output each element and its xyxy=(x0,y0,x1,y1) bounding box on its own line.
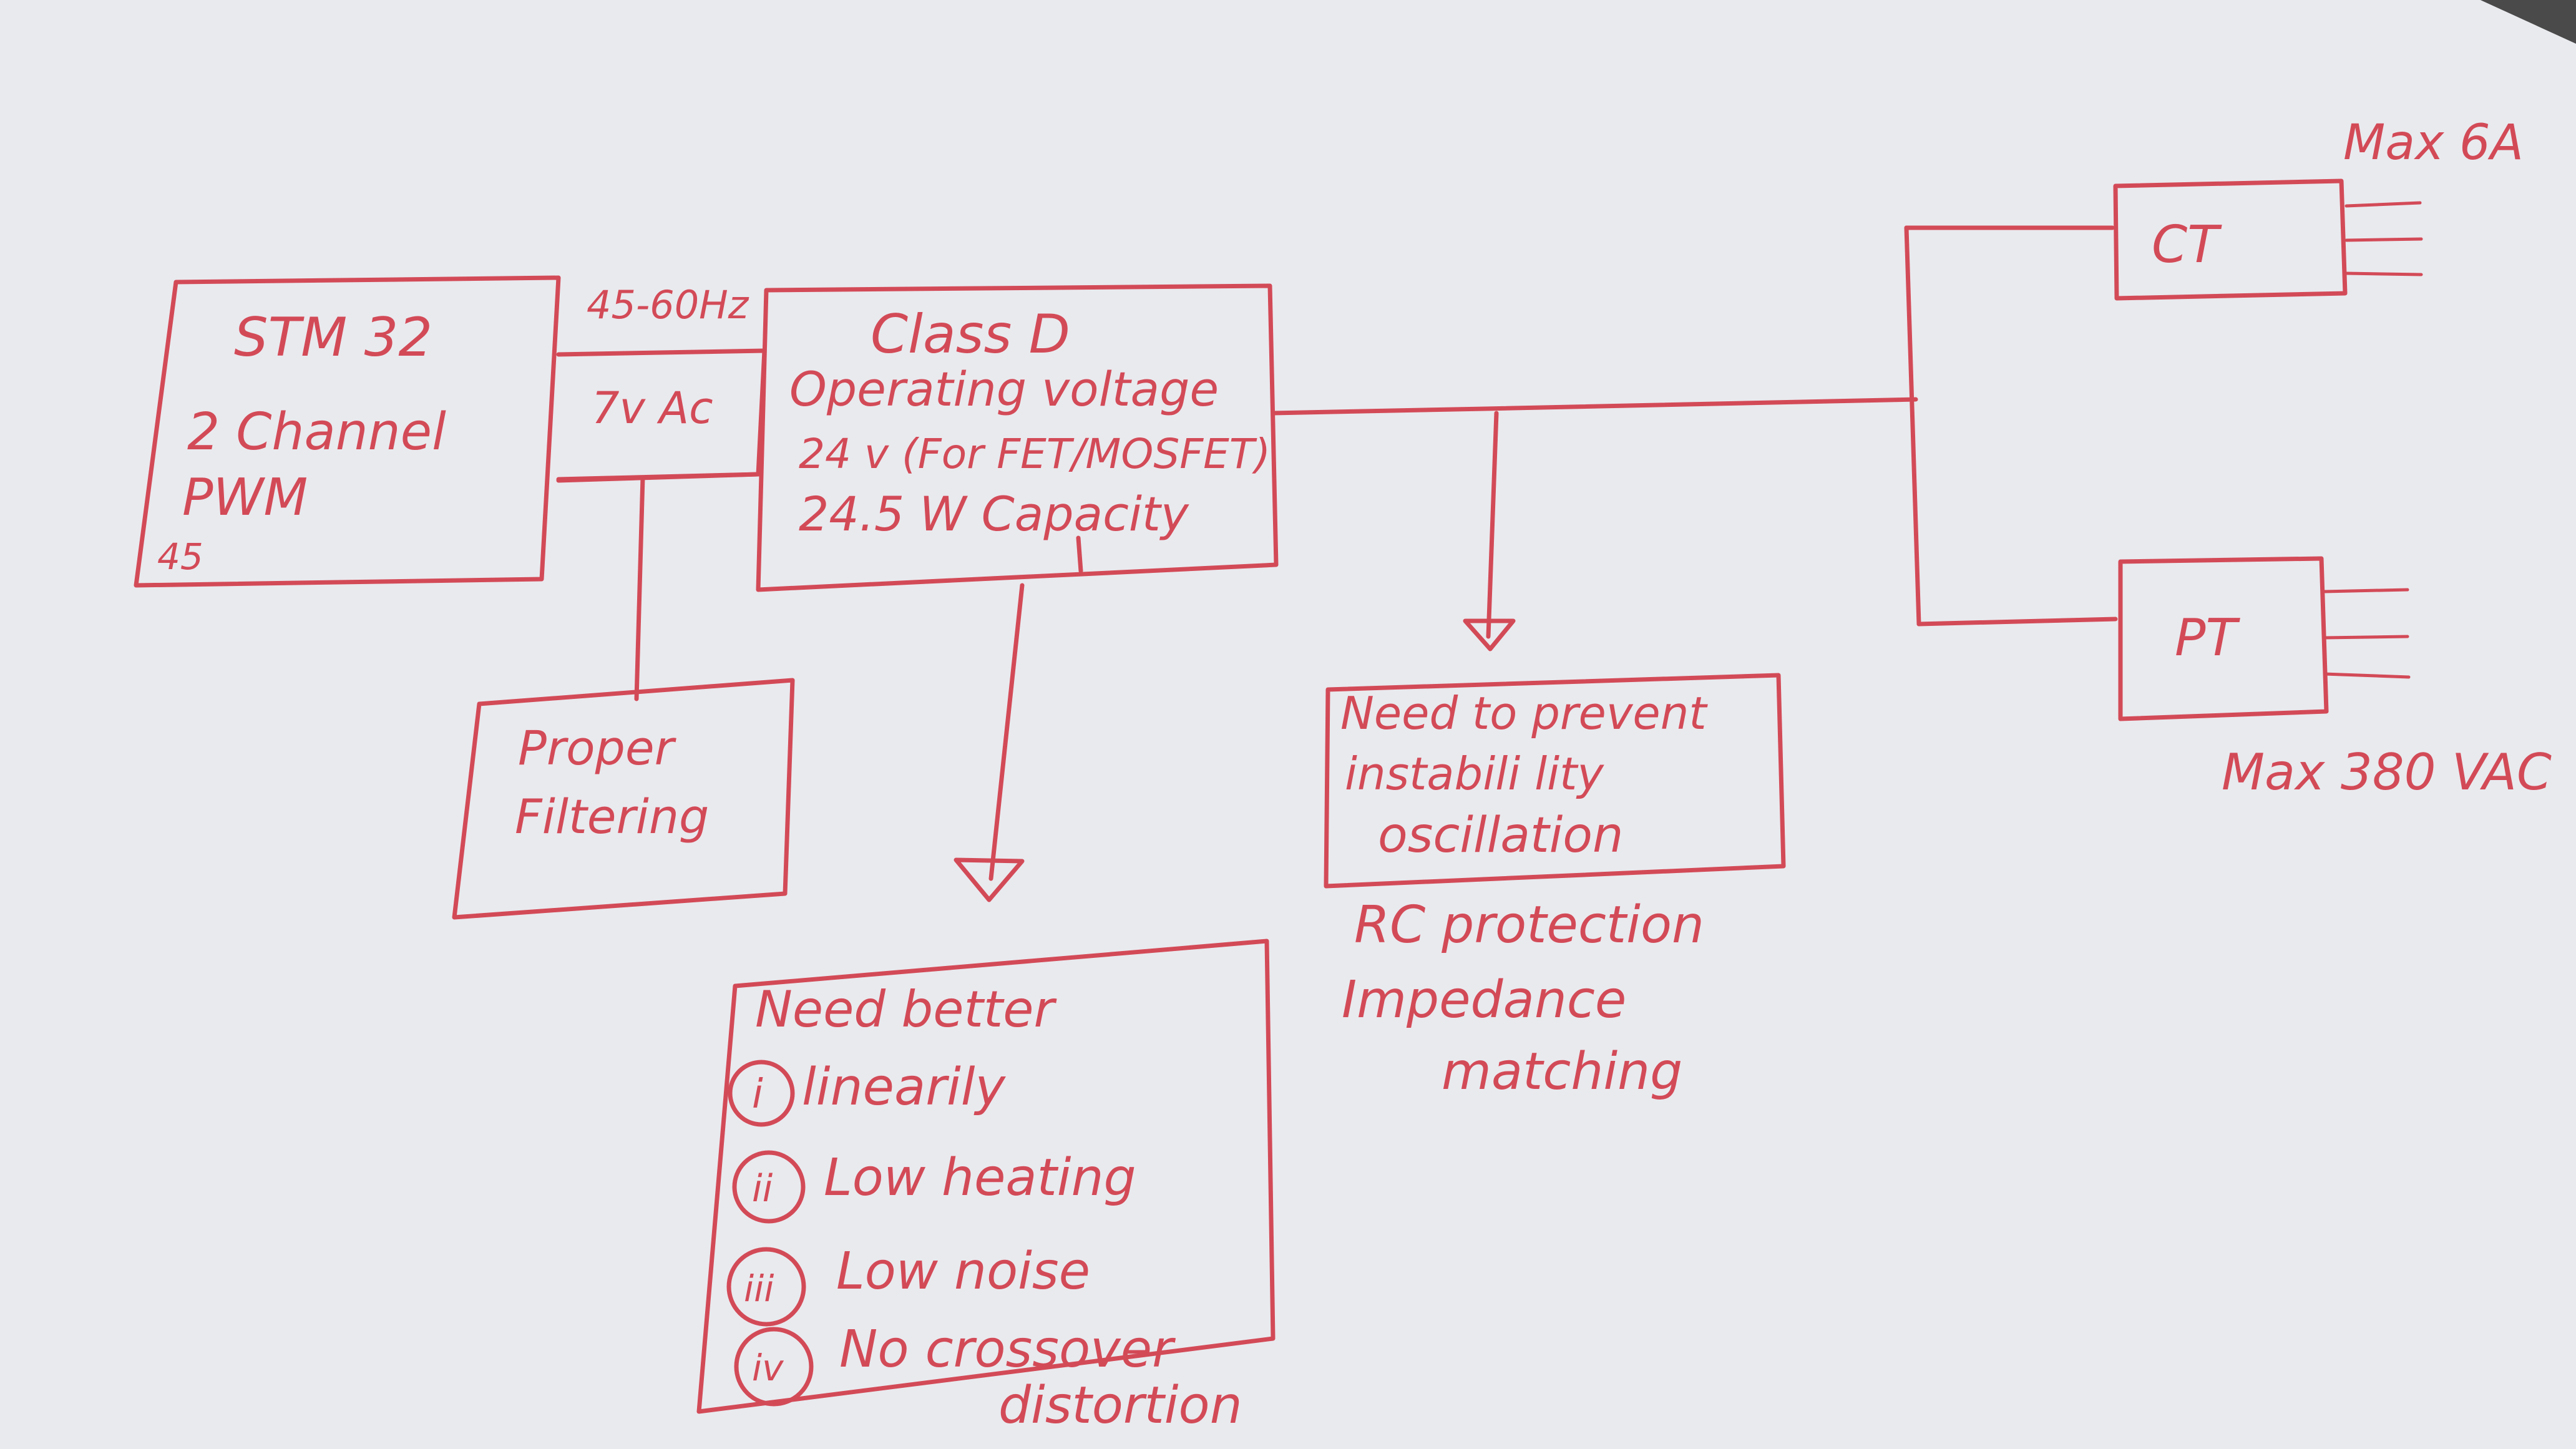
stm32-block: STM 32 2 Channel PWM 45 xyxy=(134,275,561,588)
ct-rating: Max 6A xyxy=(2343,115,2524,171)
bus-to-pt xyxy=(1916,617,2118,627)
stability-box xyxy=(1324,673,1786,889)
class-d-voltage: 24 v (For FET/MOSFET) xyxy=(799,430,1271,478)
filter-line-1: Proper xyxy=(518,720,677,776)
stm32-pwm: PWM xyxy=(182,468,308,527)
item-2-text: Low heating xyxy=(824,1148,1136,1208)
requirements-block: Need better i linearily ii Low heating i… xyxy=(696,939,1276,1435)
ac-to-filter-line xyxy=(634,475,645,701)
ac-label: 7v Ac xyxy=(592,383,713,434)
item-1-text: linearily xyxy=(802,1058,1007,1117)
rc-line-3: matching xyxy=(1442,1042,1682,1101)
filter-block: Proper Filtering xyxy=(452,475,795,920)
ct-box xyxy=(2113,178,2348,301)
output-bus xyxy=(1271,225,2118,627)
stm32-box xyxy=(134,275,561,588)
ct-block: CT Max 6A xyxy=(2113,115,2524,301)
stm-to-ac-line xyxy=(556,472,761,482)
class-d-box xyxy=(756,283,1279,592)
stability-arrow xyxy=(1463,411,1516,651)
rc-notes: RC protection Impedance matching xyxy=(1342,895,1704,1101)
bus-vertical-trunk xyxy=(1904,225,1921,627)
paper-shadow xyxy=(2481,0,2576,44)
pt-terminals xyxy=(2323,588,2411,679)
class-d-voltage-label: Operating voltage xyxy=(789,361,1219,417)
item-2-number-circle xyxy=(732,1150,806,1224)
item-3-number-circle xyxy=(726,1247,806,1327)
item-4-number: iv xyxy=(752,1347,784,1389)
item-2-number: ii xyxy=(752,1167,773,1211)
stm32-title: STM 32 xyxy=(234,306,432,369)
pt-rating: Max 380 VAC xyxy=(2222,743,2552,801)
requirements-heading: Need better xyxy=(755,980,1057,1038)
item-3-text: Low noise xyxy=(836,1242,1090,1301)
stm32-channels: 2 Channel xyxy=(187,402,446,462)
item-4-text: No crossover xyxy=(839,1320,1176,1379)
rc-line-2: Impedance xyxy=(1342,970,1626,1030)
pt-box xyxy=(2118,556,2329,721)
ct-label: CT xyxy=(2152,215,2222,275)
frequency-label: 45-60Hz xyxy=(587,282,749,328)
pt-label: PT xyxy=(2175,608,2240,668)
item-4-number-circle xyxy=(734,1327,814,1407)
class-d-capacity: 24.5 W Capacity xyxy=(799,486,1189,542)
ct-terminals xyxy=(2344,201,2423,276)
rc-line-1: RC protection xyxy=(1354,895,1704,955)
class-d-title: Class D xyxy=(871,303,1070,366)
class-d-block: Class D Operating voltage 24 v (For FET/… xyxy=(756,283,1279,592)
stability-line-2: instabili lity xyxy=(1345,748,1604,800)
item-1-number: i xyxy=(752,1071,763,1118)
pt-block: PT Max 380 VAC xyxy=(2118,556,2552,801)
filter-box xyxy=(452,678,795,920)
stm32-note: 45 xyxy=(157,535,203,578)
stability-line-3: oscillation xyxy=(1378,807,1623,864)
stability-line-1: Need to prevent xyxy=(1340,687,1708,739)
filter-line-2: Filtering xyxy=(515,789,709,844)
class-d-divider xyxy=(1076,535,1083,573)
requirements-box xyxy=(696,939,1276,1414)
item-3-number: iii xyxy=(744,1267,774,1310)
stability-block: Need to prevent instabili lity oscillati… xyxy=(1324,673,1786,889)
item-1-number-circle xyxy=(728,1060,795,1127)
class-d-output-arrow xyxy=(954,583,1025,902)
requirements-tail: distortion xyxy=(998,1376,1242,1435)
